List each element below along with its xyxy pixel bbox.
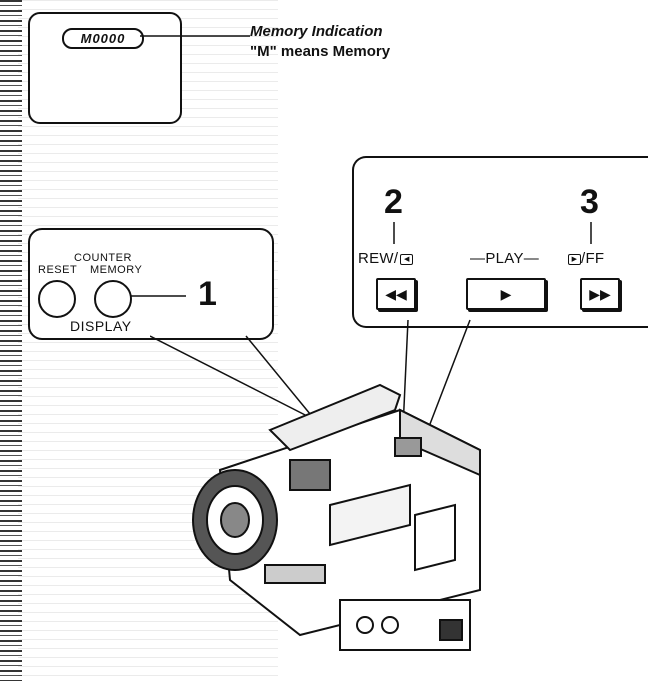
memory-caption-line2: "M" means Memory: [250, 42, 390, 62]
counter-reset-button[interactable]: [38, 280, 76, 318]
rewind-label: REW/◀: [358, 250, 413, 267]
step-number-3: 3: [580, 184, 599, 220]
rewind-search-icon: ◀: [400, 254, 413, 265]
camcorder-illustration: [150, 300, 530, 681]
display-label: DISPLAY: [70, 318, 132, 334]
fastforward-button[interactable]: ▶▶: [580, 278, 620, 310]
counter-reset-label-line1: COUNTER: [74, 252, 132, 264]
step-number-2: 2: [384, 184, 403, 220]
memory-caption: Memory Indication "M" means Memory: [250, 22, 390, 62]
fastforward-label: ▶/FF: [566, 250, 604, 267]
memory-callout-line: [140, 30, 255, 42]
memory-button[interactable]: [94, 280, 132, 318]
counter-reset-label-line2: RESET: [38, 264, 77, 276]
play-label: —PLAY—: [470, 250, 539, 267]
memory-button-label: MEMORY: [90, 264, 142, 276]
forward-search-icon: ▶: [568, 254, 581, 265]
memory-caption-line1: Memory Indication: [250, 22, 390, 42]
fastforward-icon: ▶▶: [589, 286, 611, 303]
memory-counter-display: M0000: [62, 28, 144, 49]
step-callout-lines: [354, 218, 648, 278]
